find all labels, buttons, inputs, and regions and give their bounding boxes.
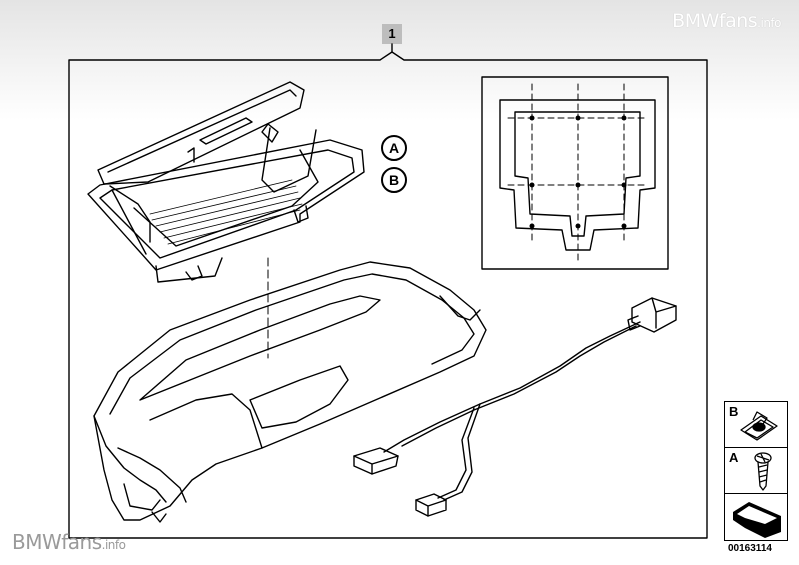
wiring-harness [353, 297, 677, 517]
inset-outline [499, 99, 656, 251]
lid-handle [199, 117, 253, 145]
legend-item-shim [725, 494, 787, 540]
clip-nut-icon [740, 411, 778, 441]
connector-block [353, 447, 399, 475]
diagram-id: 00163114 [728, 543, 772, 554]
tray-lid [97, 81, 305, 185]
watermark-top: BMWfans.info [672, 10, 781, 32]
storage-tray [87, 81, 365, 283]
inset-clip-points [529, 115, 627, 229]
shim-icon [733, 502, 781, 538]
callout-a: A [381, 135, 407, 161]
legend-item-b: B [725, 402, 787, 448]
legend-item-a: A [725, 448, 787, 494]
fastener-legend: B A [724, 401, 788, 541]
dashboard-panel [93, 261, 487, 523]
connector-small [415, 493, 447, 517]
inset-guides [507, 83, 649, 263]
screw-icon [754, 452, 772, 491]
inset-inner-outline [514, 111, 641, 237]
part-number-badge: 1 [382, 24, 402, 44]
detail-inset-frame [481, 76, 669, 270]
main-frame [68, 51, 708, 539]
watermark-bottom: BMWfans.info [12, 530, 126, 554]
callout-b: B [381, 167, 407, 193]
